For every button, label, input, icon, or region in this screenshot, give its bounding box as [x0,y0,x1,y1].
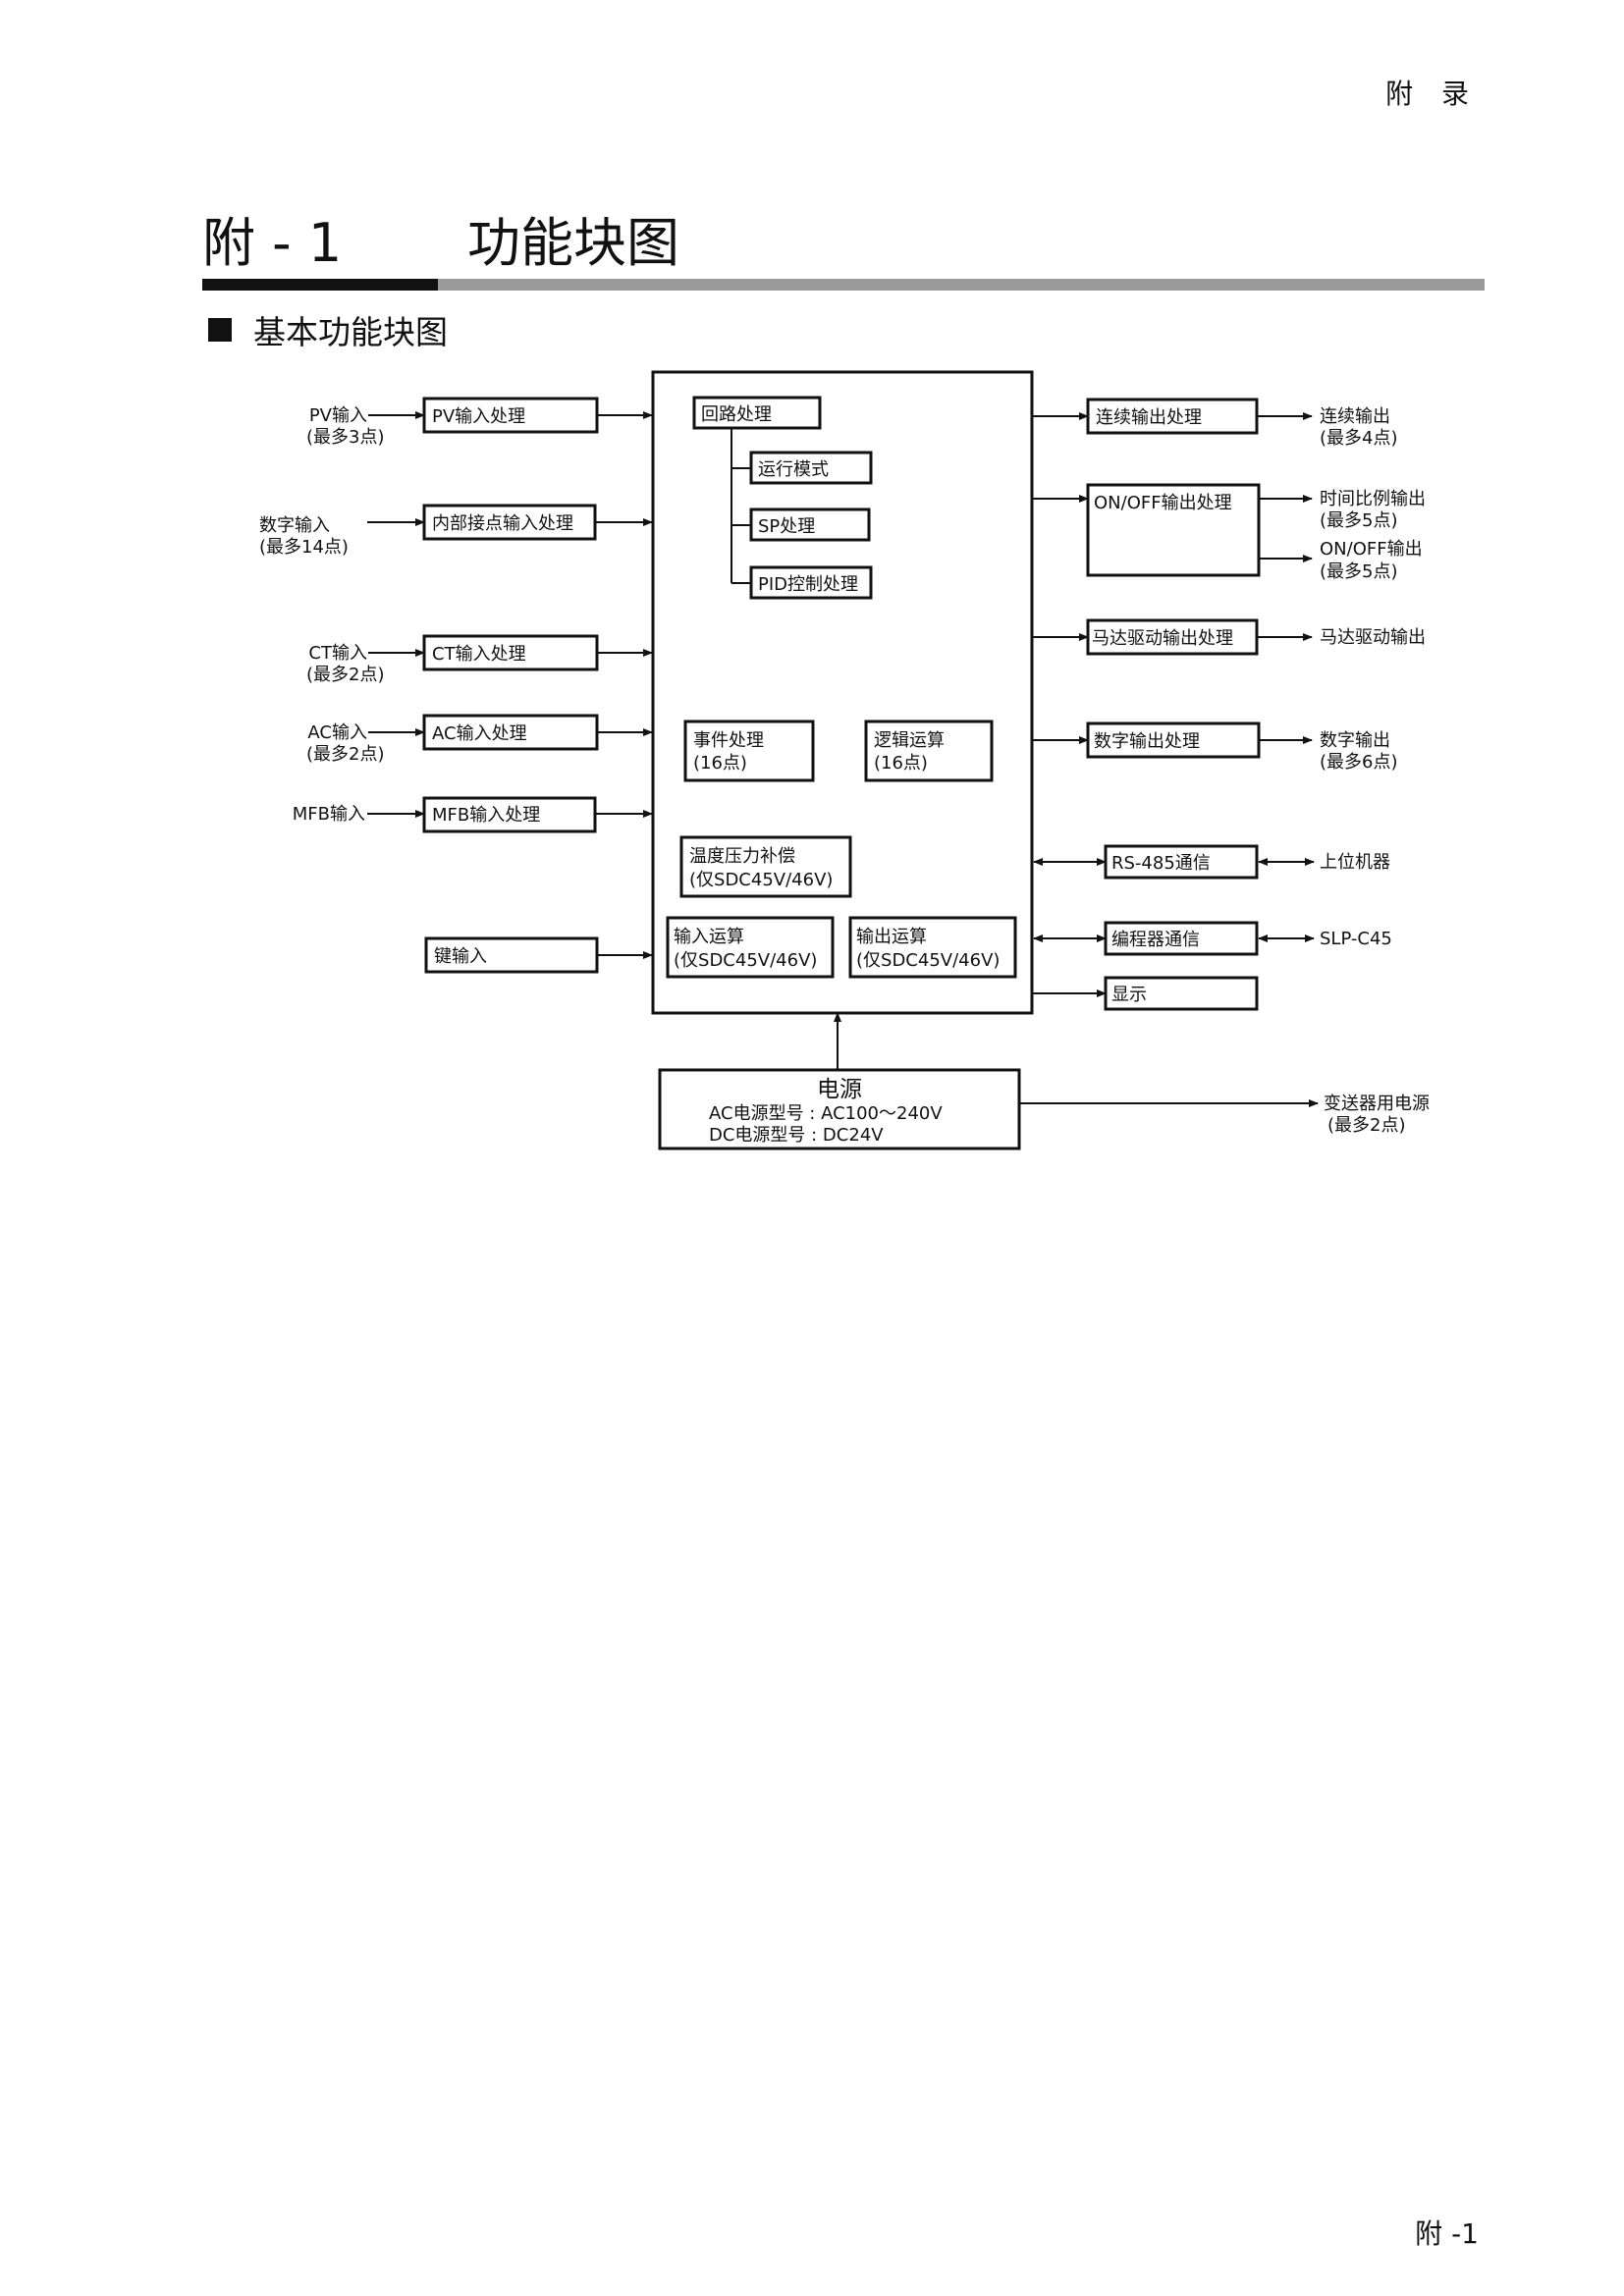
power-supply-title: 电源 [817,1077,862,1102]
digital-input-note: (最多14点) [259,537,349,558]
ac-input-note: (最多2点) [306,744,385,765]
onoff-output-block [1086,483,1261,577]
continuous-output-note: (最多4点) [1320,428,1398,449]
transmitter-power-label: 变送器用电源 [1324,1094,1430,1114]
appendix-header-label: 附 录 [1385,78,1479,110]
onoff-output-note: (最多5点) [1320,561,1398,582]
square-bullet-icon [208,318,232,342]
display-block-label: 显示 [1111,985,1147,1005]
power-supply-block [658,1068,1021,1150]
input-calc-box [666,916,835,979]
motor-output-block-label: 马达驱动输出处理 [1092,628,1233,649]
digital-output-block-label: 数字输出处理 [1094,731,1200,752]
chapter-title: 附 - 1 功能块图 [202,208,1479,279]
slp-c45-label: SLP-C45 [1320,929,1392,949]
digital-input-label: 数字输入 [259,515,330,536]
input-calc-line1: 输入运算 [674,927,744,947]
logic-operation-box [864,720,994,782]
onoff-output-label: ON/OFF输出 [1320,539,1423,560]
pid-control-box [749,565,873,600]
output-calc-line2: (仅SDC45V/46V) [856,950,1000,971]
title-rule-light [438,279,1485,291]
ac-input-label: AC输入 [307,722,367,743]
event-processing-line1: 事件处理 [693,730,764,751]
time-proportional-label: 时间比例输出 [1320,489,1426,509]
section-heading-text: 基本功能块图 [253,313,448,351]
section-heading: 基本功能块图 [208,308,448,351]
ct-input-block-label: CT输入处理 [432,644,526,665]
loop-processing-box [692,396,822,430]
input-calc-line2: (仅SDC45V/46V) [674,950,817,971]
temp-pressure-comp-box [679,835,852,898]
chapter-number: 附 - 1 [202,212,343,274]
pv-input-note: (最多3点) [306,427,385,448]
digital-output-note: (最多6点) [1320,752,1398,773]
temp-pressure-comp-line2: (仅SDC45V/46V) [689,870,833,890]
pv-input-block-label: PV输入处理 [432,406,525,427]
continuous-output-label: 连续输出 [1320,406,1390,427]
run-mode-label: 运行模式 [758,459,829,480]
output-calc-line1: 输出运算 [856,927,927,947]
logic-operation-line2: (16点) [874,753,928,774]
host-device-label: 上位机器 [1320,852,1390,873]
power-dc-line: DC电源型号 : DC24V [709,1125,884,1146]
ct-input-note: (最多2点) [306,665,385,685]
ct-input-label: CT输入 [308,643,367,664]
rs485-block [1104,844,1259,880]
page-number: 附 -1 [1415,2217,1479,2250]
mfb-input-label: MFB输入 [293,804,365,825]
logic-operation-line1: 逻辑运算 [874,730,945,751]
sp-processing-box [749,507,871,542]
run-mode-box [749,451,873,485]
chapter-title-text: 功能块图 [467,212,679,274]
onoff-output-block-label: ON/OFF输出处理 [1094,493,1232,513]
event-processing-line2: (16点) [693,753,747,774]
programmer-comm-block-label: 编程器通信 [1111,930,1200,950]
title-rule-dark [202,279,438,291]
temp-pressure-comp-line1: 温度压力补偿 [689,846,795,867]
time-proportional-note: (最多5点) [1320,510,1398,531]
display-block [1104,976,1259,1011]
contact-input-block-label: 内部接点输入处理 [432,513,573,534]
sp-processing-label: SP处理 [758,516,815,537]
mfb-input-block-label: MFB输入处理 [432,805,540,826]
output-calc-box [848,916,1017,979]
pv-input-label: PV输入 [309,405,367,426]
key-input-block-label: 键输入 [434,946,487,967]
programmer-comm-block [1104,921,1259,956]
pid-control-label: PID控制处理 [758,574,858,595]
motor-output-label: 马达驱动输出 [1320,627,1426,648]
loop-processing-title: 回路处理 [701,404,772,425]
ac-input-block-label: AC输入处理 [432,723,527,744]
rs485-block-label: RS-485通信 [1111,853,1211,874]
event-processing-box [683,720,815,782]
power-ac-line: AC电源型号 : AC100～240V [709,1103,943,1124]
digital-output-label: 数字输出 [1320,730,1390,751]
continuous-output-block-label: 连续输出处理 [1096,407,1202,428]
transmitter-power-note: (最多2点) [1327,1115,1406,1136]
central-processing-block [651,370,1034,1015]
